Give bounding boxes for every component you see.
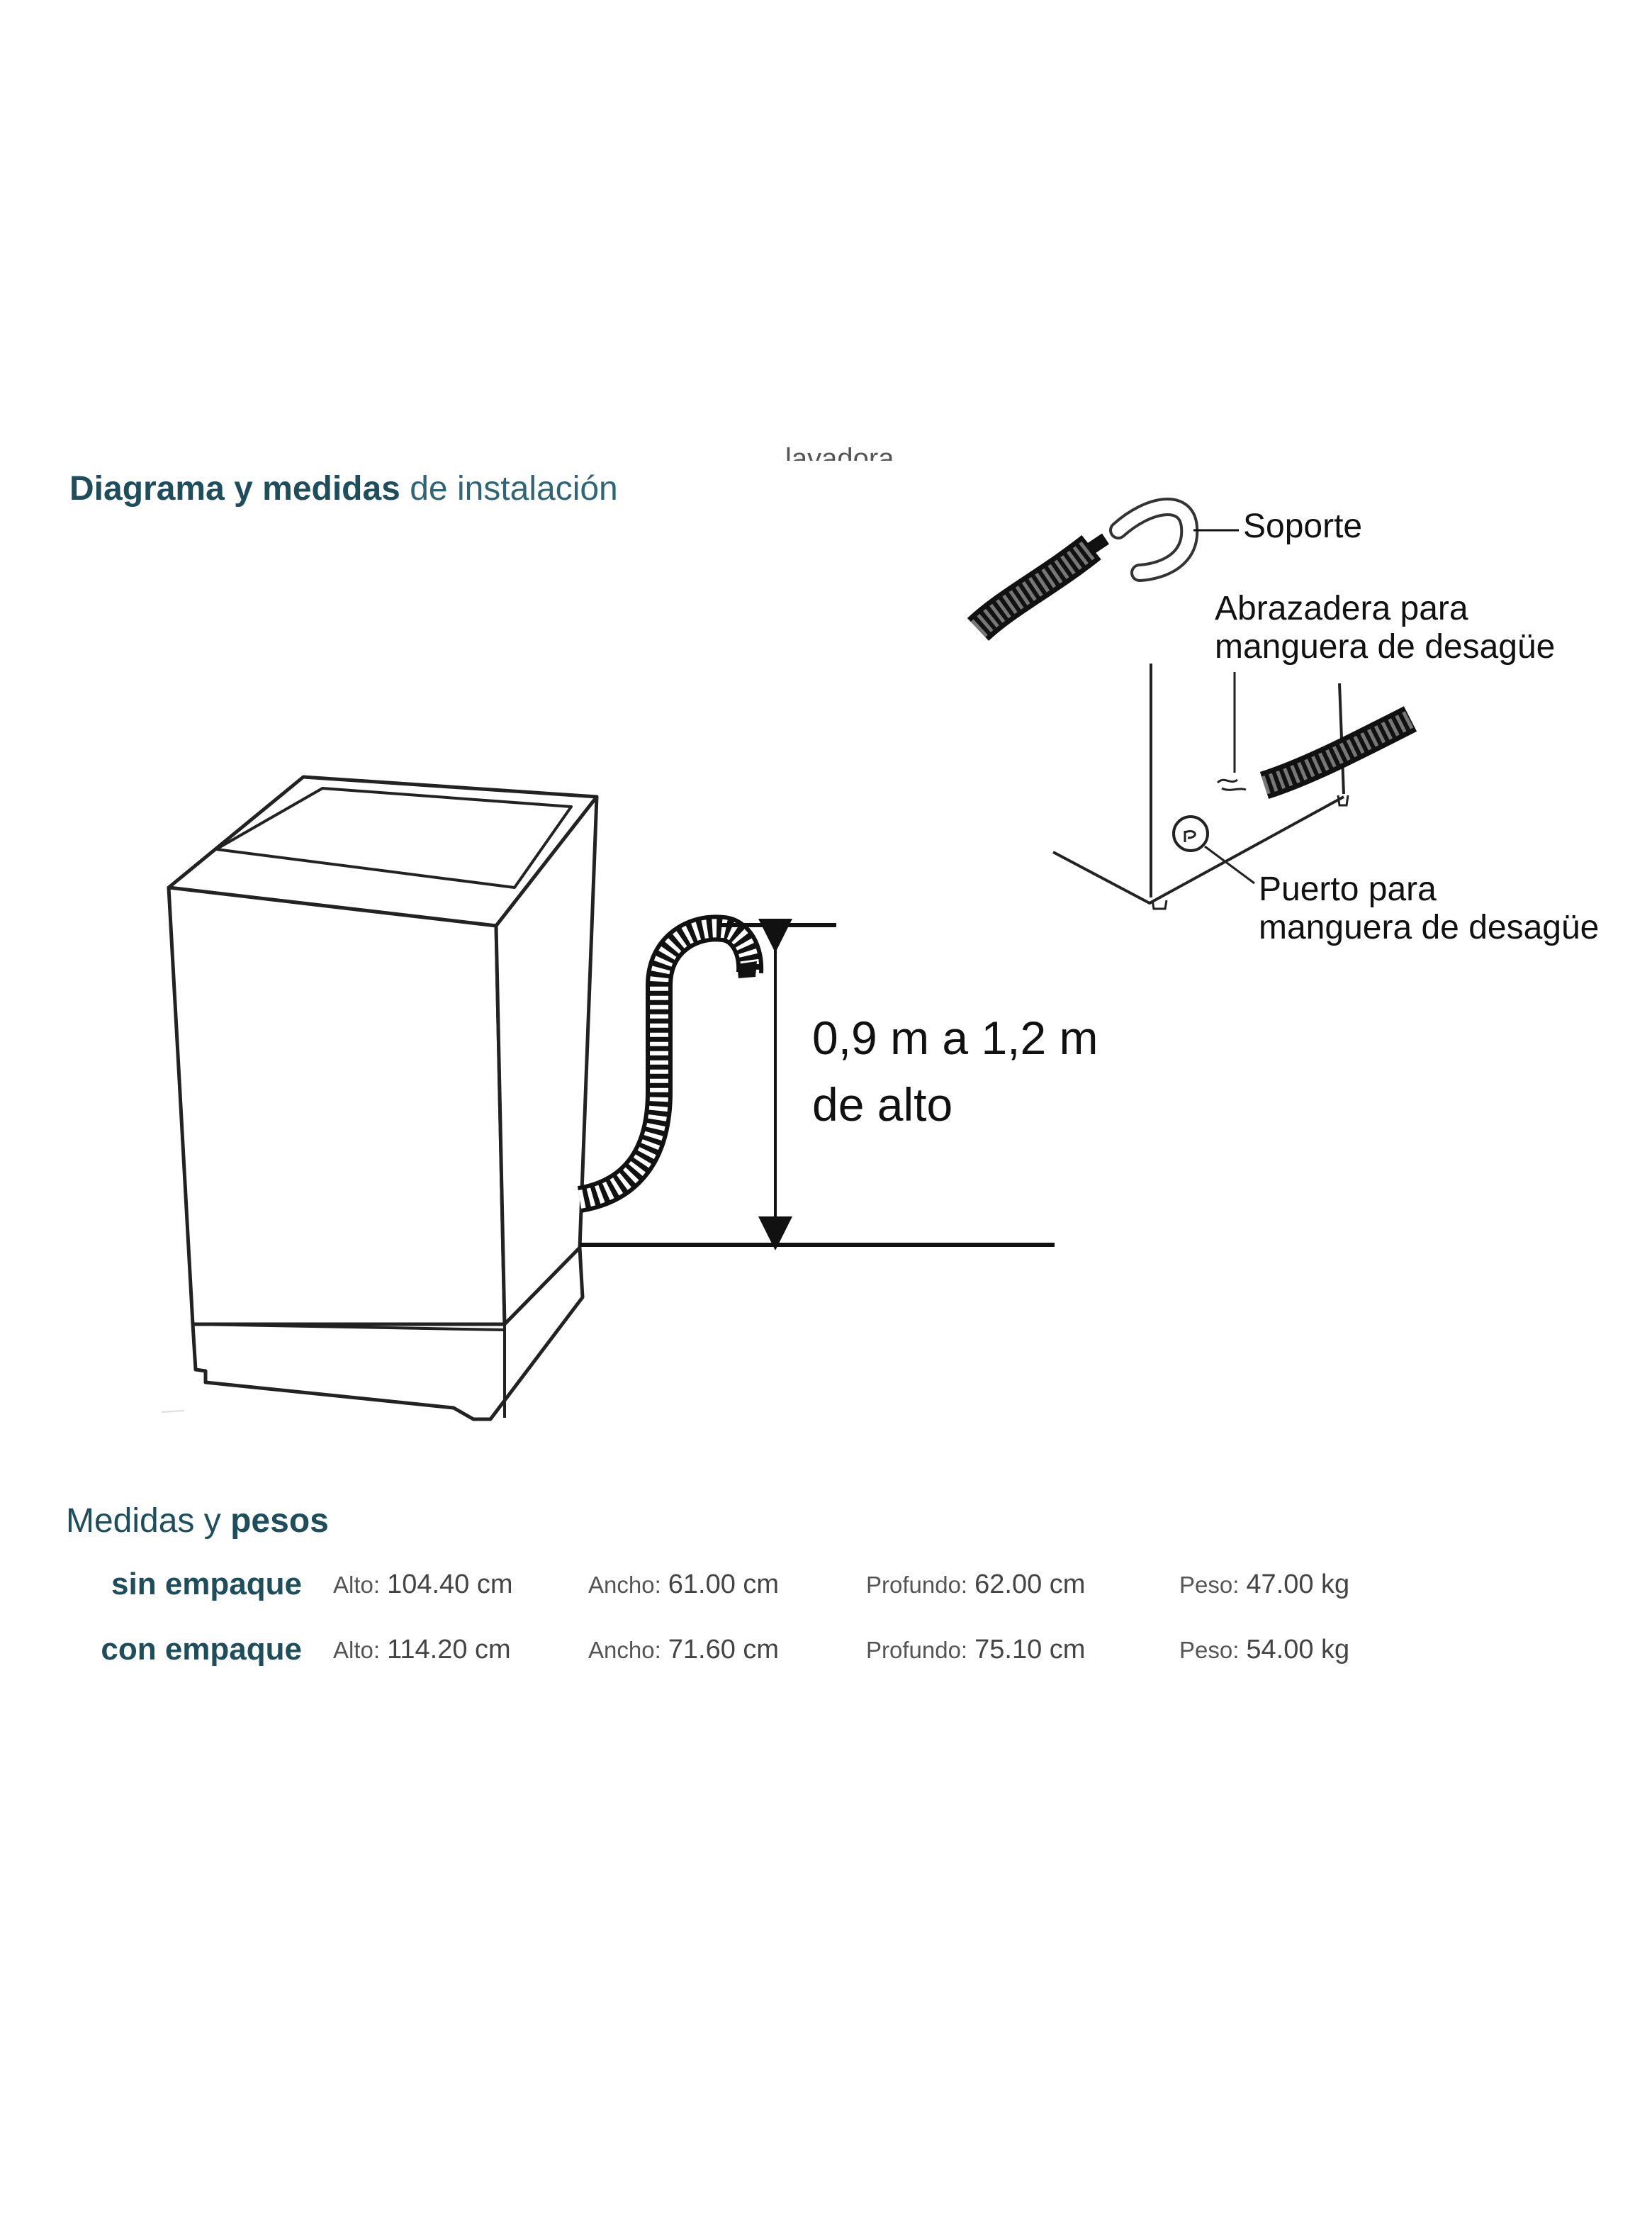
label-abrazadera-line1: Abrazadera para	[1215, 590, 1468, 627]
height-label-line1: 0,9 m a 1,2 m	[812, 1012, 1098, 1064]
label-puerto-line1: Puerto para	[1259, 871, 1437, 908]
spec-alto-sin: Alto: 104.40 cm	[333, 1569, 513, 1599]
label-puerto-line2: manguera de desagüe	[1259, 908, 1600, 946]
row-label-con-empaque: con empaque	[101, 1632, 302, 1667]
spec-peso-con: Peso: 54.00 kg	[1179, 1635, 1350, 1664]
spec-ancho-sin: Ancho: 61.00 cm	[588, 1569, 780, 1599]
drain-port	[1172, 815, 1209, 852]
hose-clamp	[1216, 778, 1247, 791]
support-hose-illustration	[967, 498, 1239, 642]
rear-view-illustration	[1052, 664, 1417, 910]
washer-base	[191, 1246, 585, 1421]
spec-alto-con: Alto: 114.20 cm	[333, 1635, 511, 1664]
height-measurement	[580, 919, 1055, 1250]
washer-lid	[215, 787, 573, 889]
spec-ancho-con: Ancho: 71.60 cm	[588, 1635, 780, 1664]
label-abrazadera: Abrazadera para manguera de desagüe	[1215, 590, 1555, 666]
washer-illustration	[167, 775, 599, 1421]
washer-front	[167, 885, 507, 1326]
spec-profundo-sin: Profundo: 62.00 cm	[866, 1569, 1086, 1599]
cut-off-text: lavadora.	[785, 443, 902, 461]
spec-profundo-con: Profundo: 75.10 cm	[866, 1635, 1086, 1664]
label-soporte: Soporte	[1243, 508, 1363, 545]
label-puerto: Puerto para manguera de desagüe	[1259, 871, 1599, 947]
height-label-line2: de alto	[812, 1078, 953, 1131]
height-label: 0,9 m a 1,2 m de alto	[812, 1005, 1098, 1138]
title-light: de instalación	[410, 470, 618, 508]
specs-title-light: Medidas y	[66, 1502, 221, 1540]
washer-base-line	[192, 1323, 505, 1331]
row-label-sin-empaque: sin empaque	[111, 1567, 302, 1601]
label-abrazadera-line2: manguera de desagüe	[1215, 627, 1556, 666]
page-title: Diagrama y medidas de instalación	[69, 469, 618, 508]
drain-hose	[577, 914, 764, 1213]
title-bold: Diagrama y medidas	[69, 470, 400, 508]
specs-title: Medidas y pesos	[66, 1501, 329, 1540]
specs-title-bold: pesos	[230, 1502, 329, 1540]
spec-peso-sin: Peso: 47.00 kg	[1179, 1569, 1350, 1599]
